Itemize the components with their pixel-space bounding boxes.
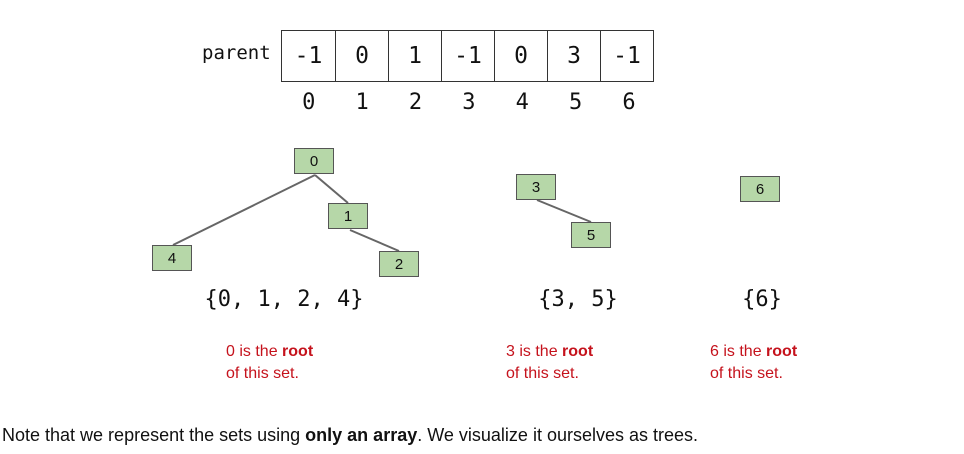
array-cell: 0 xyxy=(494,31,547,81)
root-number: 0 xyxy=(226,343,235,360)
root-caption: 6 is the root of this set. xyxy=(710,341,797,385)
tree-node-3: 3 xyxy=(516,174,556,200)
root-text: is the xyxy=(234,343,283,360)
array-index: 0 xyxy=(302,90,316,115)
tree-node-5: 5 xyxy=(571,222,611,248)
array-cell: 0 xyxy=(335,31,388,81)
array-cell: -1 xyxy=(600,31,653,81)
edge-3-5 xyxy=(536,199,592,223)
root-word: root xyxy=(282,343,314,360)
array-index: 1 xyxy=(355,90,369,115)
root-text: of this set. xyxy=(506,365,579,382)
array-cell: 3 xyxy=(547,31,600,81)
edge-0-1 xyxy=(314,174,349,204)
set-label: {0, 1, 2, 4} xyxy=(204,287,364,312)
array-index: 2 xyxy=(408,90,423,115)
root-word: root xyxy=(562,343,594,360)
set-label: {3, 5} xyxy=(538,287,618,312)
array-index: 5 xyxy=(569,90,583,115)
root-text: of this set. xyxy=(710,365,783,382)
tree-node-2: 2 xyxy=(379,251,419,277)
tree-node-0: 0 xyxy=(294,148,334,174)
root-word: root xyxy=(766,343,798,360)
array-indices: 0 1 2 3 4 5 6 xyxy=(282,90,656,115)
array-cell: -1 xyxy=(294,43,323,69)
array-label: parent xyxy=(202,42,271,64)
tree-node-1: 1 xyxy=(328,203,368,229)
array-cell: 1 xyxy=(388,31,441,81)
array-cell: -1 xyxy=(441,31,494,81)
tree-node-4: 4 xyxy=(152,245,192,271)
edge-0-4 xyxy=(172,174,316,246)
root-caption: 0 is the root of this set. xyxy=(226,341,313,385)
note-bold: only an array xyxy=(305,425,418,445)
set-label: {6} xyxy=(742,287,782,312)
root-text: of this set. xyxy=(226,365,299,382)
root-number: 6 xyxy=(710,343,719,360)
array-index: 3 xyxy=(462,90,476,115)
note-text: Note that we represent the sets using on… xyxy=(2,425,698,446)
tree-node-6: 6 xyxy=(740,176,780,202)
array-index: 6 xyxy=(622,90,636,115)
parent-array: -1 0 1 -1 0 3 -1 xyxy=(281,30,654,82)
root-number: 3 xyxy=(506,343,515,360)
note-post: . We visualize it ourselves as trees. xyxy=(417,425,699,445)
root-caption: 3 is the root of this set. xyxy=(506,341,593,385)
root-text: is the xyxy=(718,343,767,360)
root-text: is the xyxy=(514,343,563,360)
note-pre: Note that we represent the sets using xyxy=(2,425,306,445)
edge-1-2 xyxy=(349,229,400,252)
array-index: 4 xyxy=(515,90,529,115)
